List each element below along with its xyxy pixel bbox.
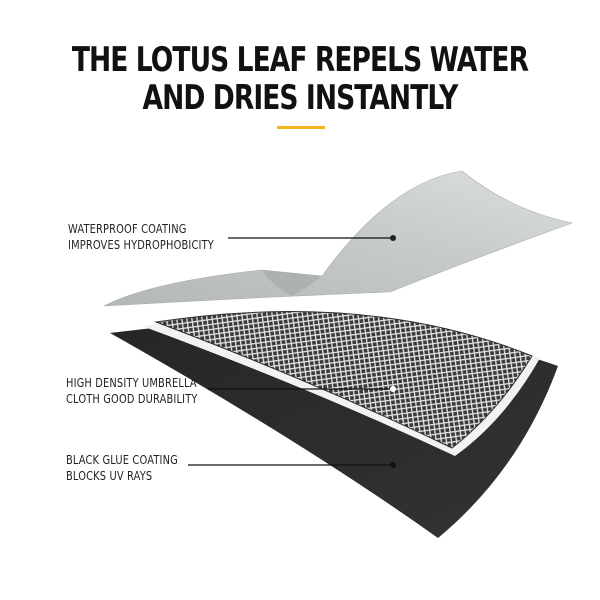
leader-dot-2 <box>390 386 396 392</box>
headline-line-2: AND DRIES INSTANTLY <box>142 78 459 118</box>
coating-fold-shadow <box>262 270 322 296</box>
leader-dot-1 <box>390 235 396 241</box>
waterproof-coating-layer <box>103 170 574 307</box>
label-umbrella-cloth-line-1: HIGH DENSITY UMBRELLA <box>66 376 197 390</box>
label-waterproof-coating: WATERPROOF COATING IMPROVES HYDROPHOBICI… <box>68 221 214 253</box>
label-waterproof-coating-line-1: WATERPROOF COATING <box>68 222 187 236</box>
label-black-glue-coating-line-2: BLOCKS UV RAYS <box>66 469 153 483</box>
label-umbrella-cloth: HIGH DENSITY UMBRELLA CLOTH GOOD DURABIL… <box>66 375 198 407</box>
headline-line-1: THE LOTUS LEAF REPELS WATER <box>71 40 529 80</box>
umbrella-cloth-mesh-layer <box>154 311 533 449</box>
label-waterproof-coating-line-2: IMPROVES HYDROPHOBICITY <box>68 238 214 252</box>
label-umbrella-cloth-line-2: CLOTH GOOD DURABILITY <box>66 392 198 406</box>
label-black-glue-coating-line-1: BLACK GLUE COATING <box>66 453 178 467</box>
title-accent-bar <box>277 126 325 129</box>
label-black-glue-coating: BLACK GLUE COATING BLOCKS UV RAYS <box>66 452 178 484</box>
leader-dot-3 <box>390 462 396 468</box>
